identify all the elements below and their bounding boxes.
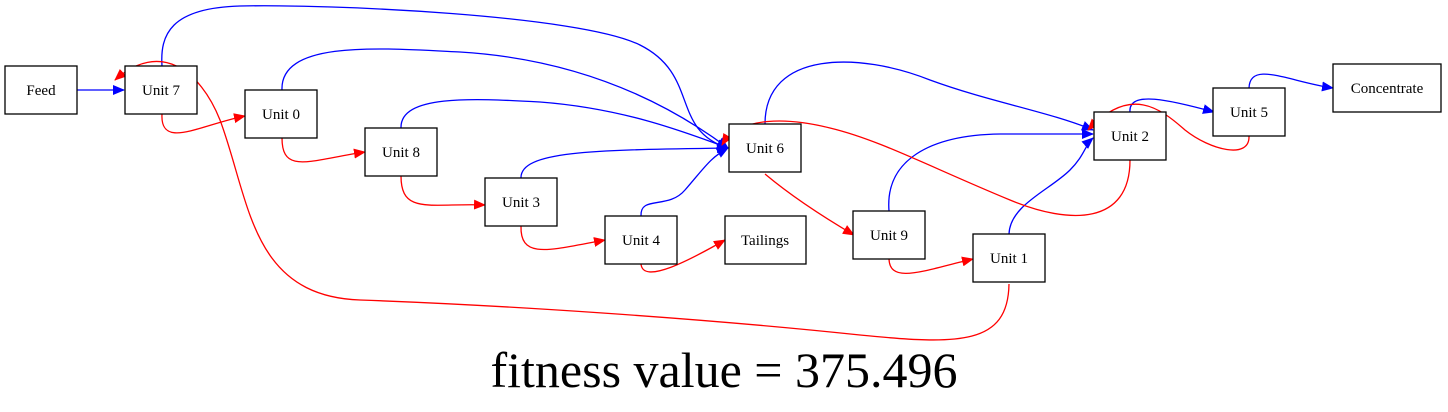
- node-label: Unit 7: [142, 83, 180, 99]
- node-unit6: Unit 6: [728, 123, 802, 173]
- node-unit4: Unit 4: [604, 215, 678, 265]
- node-concentrate: Concentrate: [1332, 63, 1442, 113]
- node-label: Unit 8: [382, 145, 420, 161]
- node-label: Unit 3: [502, 195, 540, 211]
- node-unit2: Unit 2: [1093, 111, 1167, 161]
- node-label: Unit 6: [746, 141, 784, 157]
- edge-unit7-to-unit0: [161, 113, 246, 134]
- node-label: Feed: [26, 83, 56, 99]
- edge-unit2-to-unit5: [1129, 98, 1215, 114]
- edges: [77, 5, 1334, 341]
- edge-unit4-to-unit6: [640, 147, 729, 217]
- edge-unit3-to-unit6: [520, 143, 729, 179]
- node-unit3: Unit 3: [484, 177, 558, 227]
- edge-unit5-to-unit2: [1087, 103, 1250, 151]
- edge-unit8-to-unit3: [400, 175, 486, 210]
- edge-unit5-to-concentrate: [1248, 73, 1334, 92]
- edge-unit3-to-unit4: [520, 225, 606, 251]
- node-feed: Feed: [4, 65, 78, 115]
- node-unit0: Unit 0: [244, 89, 318, 139]
- node-label: Unit 2: [1111, 129, 1149, 145]
- edge-unit0-to-unit8: [281, 137, 366, 163]
- edge-unit1-to-unit2: [1008, 137, 1094, 235]
- node-unit9: Unit 9: [852, 210, 926, 260]
- node-label: Unit 9: [870, 228, 908, 244]
- edge-unit2-to-unit6: [721, 120, 1131, 217]
- edge-unit9-to-unit2: [888, 129, 1094, 212]
- edge-unit4-to-tailings: [640, 239, 726, 273]
- node-label: Tailings: [741, 233, 789, 249]
- node-unit1: Unit 1: [972, 233, 1046, 283]
- node-unit8: Unit 8: [364, 127, 438, 177]
- node-unit5: Unit 5: [1212, 87, 1286, 137]
- node-label: Unit 5: [1230, 105, 1268, 121]
- node-label: Unit 1: [990, 251, 1028, 267]
- edge-unit8-to-unit6: [400, 98, 729, 149]
- node-label: Unit 0: [262, 107, 300, 123]
- edge-unit7-to-unit6: [161, 5, 729, 150]
- edge-unit0-to-unit6: [281, 48, 729, 149]
- node-unit7: Unit 7: [124, 65, 198, 115]
- node-label: Concentrate: [1351, 81, 1424, 97]
- edge-unit9-to-unit1: [888, 256, 974, 274]
- node-tailings: Tailings: [724, 215, 807, 265]
- edge-unit1-to-unit7: [114, 60, 1010, 341]
- node-label: Unit 4: [622, 233, 660, 249]
- fitness-caption: fitness value = 375.496: [490, 342, 957, 398]
- edge-unit6-to-unit2: [764, 61, 1094, 131]
- edge-unit6-to-unit9: [764, 173, 855, 236]
